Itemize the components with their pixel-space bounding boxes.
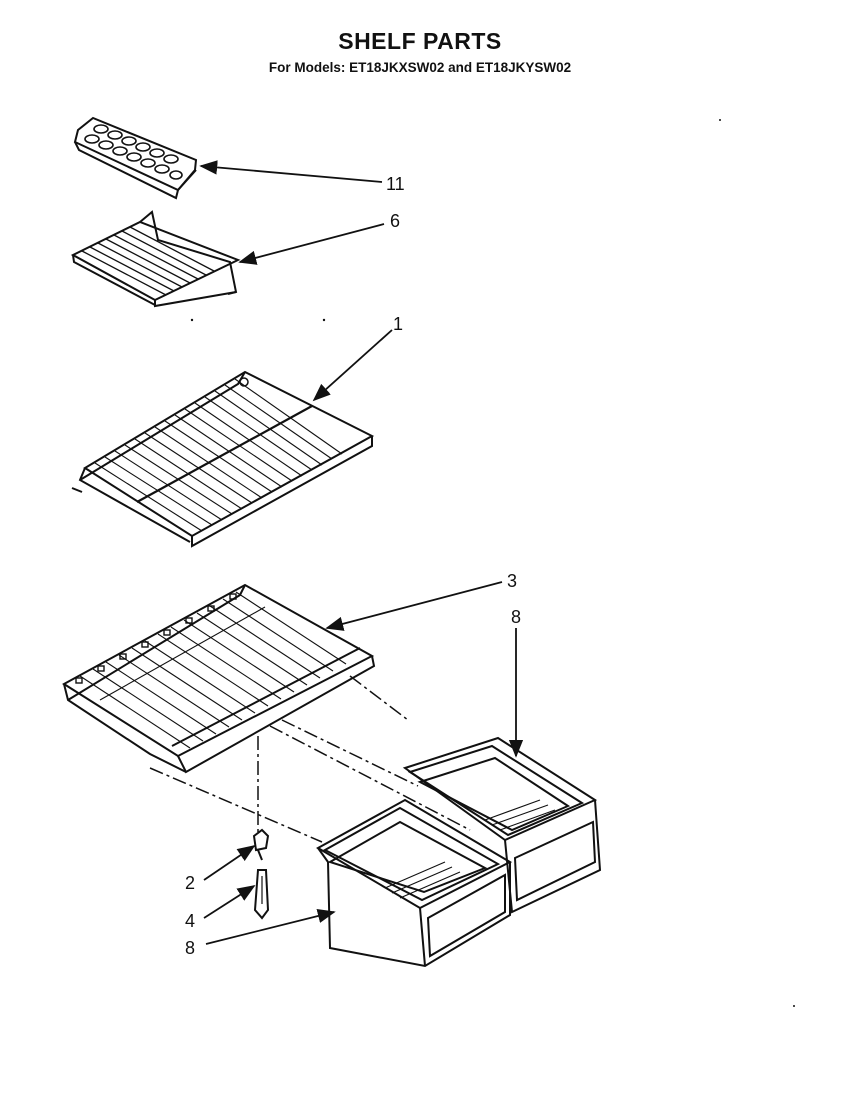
crisper-pan-right — [402, 736, 602, 914]
crisper-pan-left — [315, 798, 513, 968]
scan-specks — [190, 119, 795, 1007]
wire-shelf — [71, 370, 375, 548]
page-subtitle: For Models: ET18JKXSW02 and ET18JKYSW02 — [268, 60, 572, 75]
leader-lines — [199, 160, 524, 945]
ice-cube-tray — [73, 116, 198, 200]
page-title: SHELF PARTS — [338, 28, 502, 54]
callout-11: 11 — [386, 174, 405, 194]
callout-2: 2 — [185, 873, 195, 893]
freezer-wire-shelf — [70, 210, 241, 308]
support-post — [253, 869, 270, 920]
callout-8-right: 8 — [511, 607, 521, 627]
support-part — [252, 828, 270, 861]
callout-6: 6 — [390, 211, 400, 231]
callout-3: 3 — [507, 571, 517, 591]
callout-4: 4 — [185, 911, 195, 931]
callout-8-left: 8 — [185, 938, 195, 958]
assembly-guide-lines — [149, 675, 471, 843]
callout-1: 1 — [393, 314, 403, 334]
crisper-cover-shelf — [62, 583, 376, 774]
callout-labels: 11 6 1 3 8 2 4 8 — [185, 174, 521, 958]
